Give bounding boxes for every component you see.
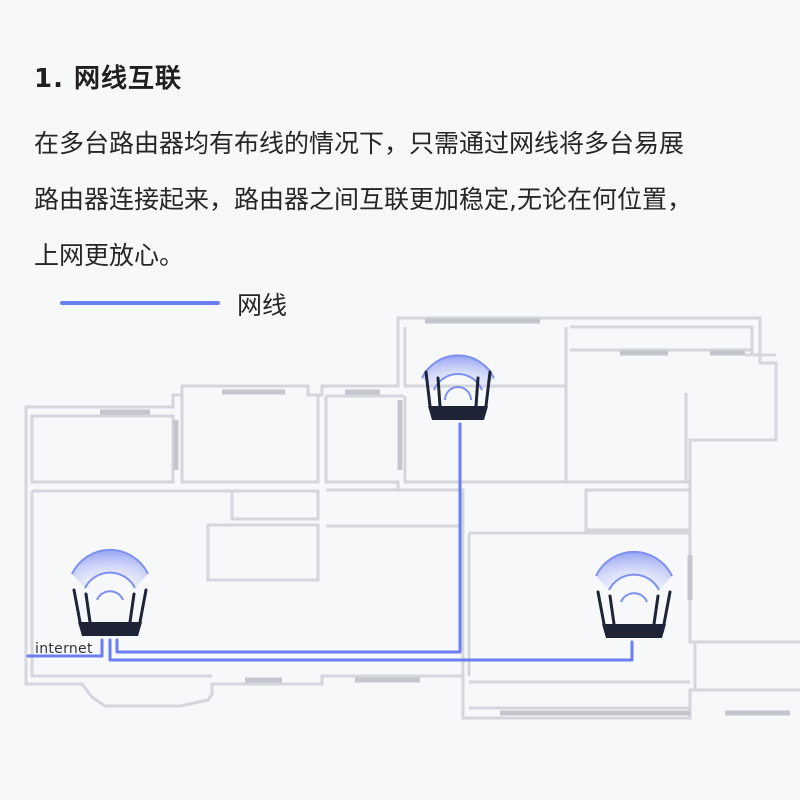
walls (24, 316, 800, 720)
wifi-signal-icon (422, 355, 494, 390)
router-right (595, 550, 673, 638)
description-line: 路由器连接起来，路由器之间互联更加稳定,无论在何位置， (34, 185, 692, 214)
legend-cable-line (60, 301, 220, 305)
description-line: 在多台路由器均有布线的情况下，只需通过网线将多台易展 (34, 129, 685, 158)
internet-label: internet (35, 641, 93, 657)
router-icon (428, 406, 488, 420)
windows (100, 318, 790, 716)
router-icon (78, 622, 142, 636)
cables (26, 422, 634, 662)
router-icon (602, 624, 666, 638)
section-title: 1. 网线互联 (34, 64, 183, 94)
description: 在多台路由器均有布线的情况下，只需通过网线将多台易展 路由器连接起来，路由器之间… (34, 116, 794, 284)
router-top (421, 354, 495, 420)
legend-label: 网线 (237, 291, 288, 320)
router-left (71, 548, 149, 636)
description-line: 上网更放心。 (34, 241, 185, 270)
